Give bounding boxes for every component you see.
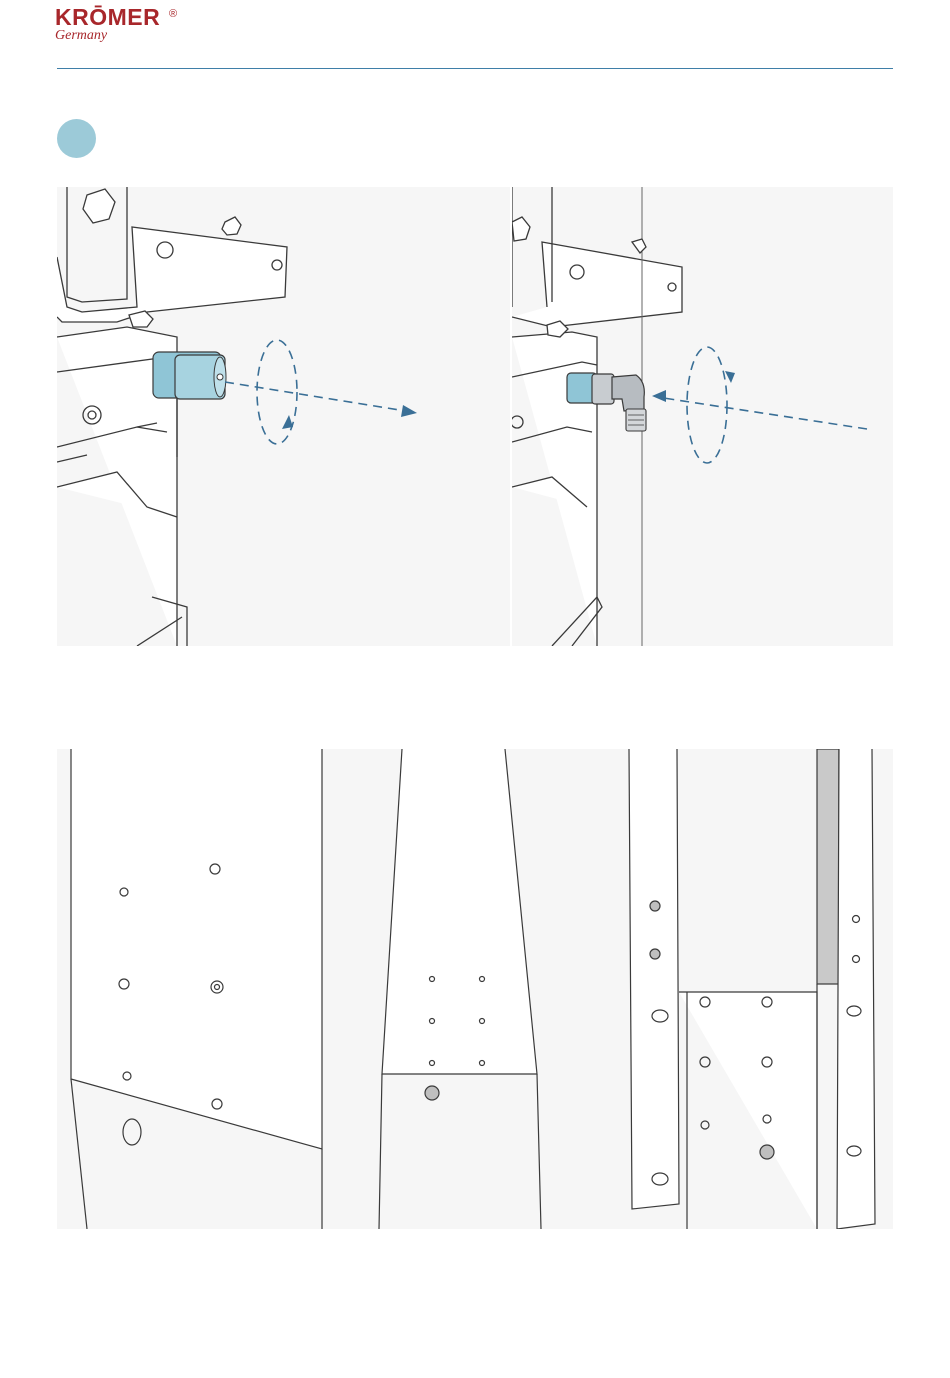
registered-mark: ® (169, 8, 177, 20)
kroemer-logo: KRŌMER ® Germany (55, 4, 195, 46)
brand-wordmark: KRŌMER (55, 4, 160, 30)
header-divider (57, 68, 893, 69)
plug-part (153, 352, 226, 399)
remove-plug-illustration (57, 187, 510, 646)
remove-plug-drawing (57, 187, 510, 646)
install-fitting-drawing (512, 187, 893, 646)
frame-detail-drawing (57, 749, 893, 1229)
install-elbow-fitting-illustration (512, 187, 893, 646)
step-badge (57, 119, 96, 158)
brand-subtitle: Germany (55, 28, 107, 44)
frame-detail-illustration (57, 749, 893, 1229)
